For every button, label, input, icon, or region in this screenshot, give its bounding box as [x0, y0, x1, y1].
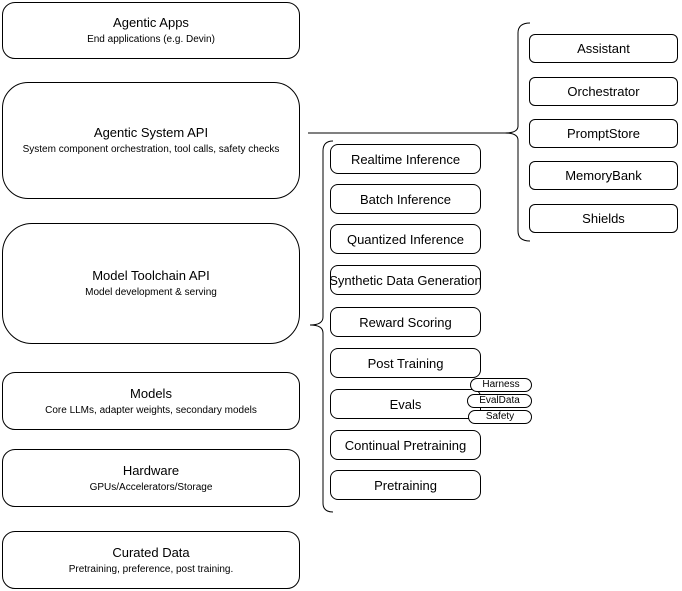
system-component-promptstore: PromptStore	[529, 119, 678, 148]
toolchain-brace	[309, 140, 334, 513]
toolchain-component-evals: Evals	[330, 389, 481, 419]
component-label: Shields	[582, 211, 625, 226]
pill-label: EvalData	[479, 395, 520, 406]
system-component-orchestrator: Orchestrator	[529, 77, 678, 106]
component-label: PromptStore	[567, 126, 640, 141]
layer-subtitle: Model development & serving	[85, 287, 217, 298]
toolchain-component-realtime-inference: Realtime Inference	[330, 144, 481, 174]
toolchain-component-synthetic-data-generation: Synthetic Data Generation	[329, 265, 482, 295]
system-component-assistant: Assistant	[529, 34, 678, 63]
evals-tag-evaldata: EvalData	[467, 394, 532, 408]
layer-title: Agentic System API	[93, 125, 209, 140]
component-label: Reward Scoring	[359, 314, 452, 330]
layer-subtitle: Core LLMs, adapter weights, secondary mo…	[45, 404, 257, 416]
layer-box-models: Models Core LLMs, adapter weights, secon…	[2, 372, 300, 430]
layer-subtitle: System component orchestration, tool cal…	[22, 144, 280, 155]
component-label: Post Training	[367, 355, 444, 371]
layer-title: Model Toolchain API	[92, 268, 210, 283]
toolchain-component-batch-inference: Batch Inference	[330, 184, 481, 214]
evals-tag-harness: Harness	[470, 378, 532, 392]
layer-title: Curated Data	[112, 544, 190, 560]
toolchain-component-continual-pretraining: Continual Pretraining	[330, 430, 481, 460]
toolchain-component-pretraining: Pretraining	[330, 470, 481, 500]
component-label: Assistant	[577, 41, 630, 56]
component-label: MemoryBank	[565, 168, 642, 183]
system-component-shields: Shields	[529, 204, 678, 233]
layer-title: Hardware	[122, 462, 180, 478]
component-label: Quantized Inference	[346, 231, 465, 247]
component-label: Orchestrator	[567, 84, 640, 99]
system-components-brace	[504, 22, 531, 242]
toolchain-component-quantized-inference: Quantized Inference	[330, 224, 481, 254]
toolchain-component-post-training: Post Training	[330, 348, 481, 378]
layer-title: Models	[130, 385, 172, 401]
layer-box-curated-data: Curated Data Pretraining, preference, po…	[2, 531, 300, 589]
component-label: Pretraining	[374, 477, 437, 493]
component-label: Synthetic Data Generation	[329, 272, 482, 288]
layer-title: Agentic Apps	[113, 15, 189, 30]
layer-subtitle: GPUs/Accelerators/Storage	[89, 481, 213, 493]
layer-box-model-toolchain-api: Model Toolchain API Model development & …	[2, 223, 300, 344]
layer-subtitle: End applications (e.g. Devin)	[87, 34, 215, 45]
pill-label: Safety	[485, 411, 515, 422]
evals-tag-safety: Safety	[468, 410, 532, 424]
layer-box-agentic-apps: Agentic Apps End applications (e.g. Devi…	[2, 2, 300, 59]
system-component-memorybank: MemoryBank	[529, 161, 678, 190]
layer-box-agentic-system-api: Agentic System API System component orch…	[2, 82, 300, 199]
layer-subtitle: Pretraining, preference, post training.	[68, 563, 234, 575]
layer-box-hardware: Hardware GPUs/Accelerators/Storage	[2, 449, 300, 507]
pill-label: Harness	[482, 379, 520, 390]
toolchain-component-reward-scoring: Reward Scoring	[330, 307, 481, 337]
component-label: Evals	[389, 396, 422, 412]
component-label: Realtime Inference	[350, 151, 461, 167]
component-label: Continual Pretraining	[344, 437, 467, 453]
component-label: Batch Inference	[359, 191, 452, 207]
